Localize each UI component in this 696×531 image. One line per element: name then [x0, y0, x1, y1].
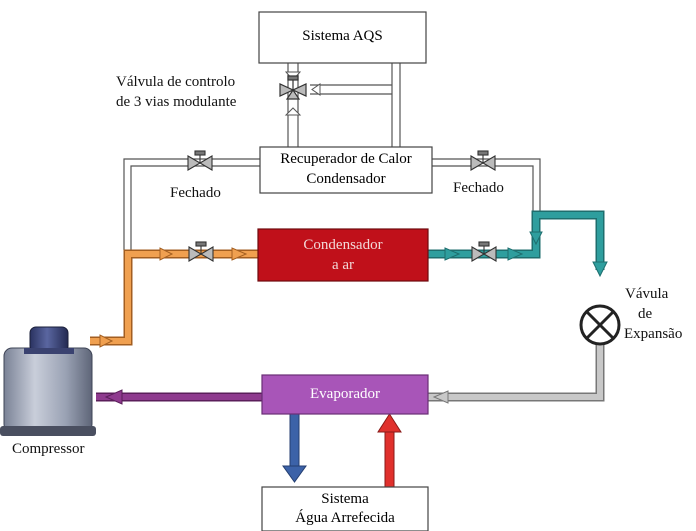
- fechado-left-label: Fechado: [170, 185, 221, 201]
- valve3-label-line2: de 3 vias modulante: [116, 94, 237, 110]
- expansao-label-line2: de: [638, 306, 653, 322]
- agua-title: Sistema: [321, 491, 369, 507]
- expansao-label-line3: Expansão: [624, 326, 683, 342]
- condensador-title: Condensador: [303, 237, 383, 253]
- valve-icon-bypass-right: [470, 150, 496, 171]
- suction-arrow: [104, 389, 123, 405]
- discharge-arrows: [99, 247, 248, 348]
- discharge-line: [90, 249, 258, 346]
- aqs-box: [258, 11, 427, 64]
- liquid-arrows: [444, 231, 608, 278]
- evaporador-title: Evaporador: [310, 386, 380, 402]
- compressor-icon: [0, 326, 96, 436]
- valve3-label-line1: Válvula de controlo: [116, 74, 236, 90]
- liquid-line: [428, 210, 605, 270]
- valve-icon-discharge: [188, 241, 214, 262]
- recuperador-subtitle: Condensador: [306, 171, 386, 187]
- fechado-right-label: Fechado: [453, 180, 504, 196]
- aqs-pipes: [287, 63, 401, 148]
- expansion-out-line: [428, 344, 605, 402]
- chilled-water-in: [377, 413, 402, 489]
- chilled-water-out: [282, 409, 307, 483]
- agua-box: [261, 486, 429, 531]
- aqs-title: Sistema AQS: [302, 28, 383, 44]
- condensador-box: [257, 228, 429, 282]
- expansion-arrow: [432, 390, 449, 404]
- valve-icon-bypass-left: [187, 150, 213, 171]
- condensador-subtitle: a ar: [331, 257, 355, 273]
- valve-icon-liquid: [471, 241, 497, 262]
- compressor-label: Compressor: [12, 441, 85, 457]
- expansao-label-line1: Vávula: [625, 286, 669, 302]
- recuperador-title: Recuperador de Calor: [280, 151, 412, 167]
- agua-subtitle: Água Arrefecida: [295, 510, 395, 526]
- evaporador-box: [261, 374, 429, 415]
- three-way-valve-icon: [279, 75, 307, 100]
- bypass-pipes: [123, 158, 541, 250]
- expansion-valve-icon: [579, 304, 621, 346]
- recuperador-box: [259, 146, 433, 194]
